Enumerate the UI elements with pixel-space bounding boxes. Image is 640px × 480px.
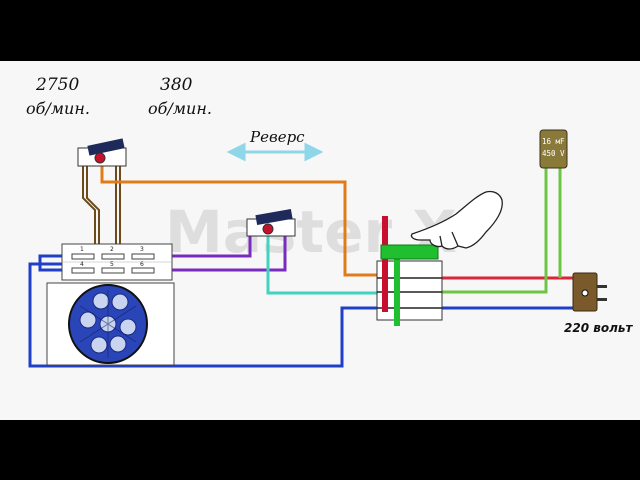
speed-microswitch[interactable]: [77, 138, 127, 167]
green-wires: [442, 168, 562, 294]
reverse-microswitch[interactable]: [246, 208, 296, 237]
terminal-block: 1 2 3 4 5 6: [61, 243, 173, 281]
reverse-label: Реверс: [249, 128, 305, 146]
capacitor: 16 мF 450 V: [539, 129, 568, 169]
top-letterbox: [0, 0, 640, 61]
voltage-label: 220 вольт: [564, 321, 633, 335]
pointing-hand-icon: [410, 190, 503, 250]
stop-button-rod: [382, 216, 388, 312]
bottom-letterbox: [0, 420, 640, 480]
pin-label-6: 6: [140, 261, 144, 268]
mains-plug-icon: [572, 272, 607, 312]
pin-label-5: 5: [110, 261, 114, 268]
start-button: [380, 244, 439, 260]
start-button-rod: [394, 252, 400, 326]
speed-low-value: 380: [160, 75, 193, 95]
purple-wires: [150, 236, 287, 272]
pin-label-3: 3: [140, 246, 144, 253]
speed-low-unit: об/мин.: [148, 99, 212, 118]
pin-label-1: 1: [80, 246, 84, 253]
speed-high-value: 2750: [35, 75, 79, 95]
orange-wire: [100, 165, 380, 277]
speed-high-unit: об/мин.: [26, 99, 90, 118]
pin-label-4: 4: [80, 261, 84, 268]
blue-wires: [28, 254, 578, 368]
reverse-arrow-icon: [226, 142, 324, 162]
cyan-wire: [266, 236, 380, 295]
pin-label-2: 2: [110, 246, 114, 253]
motor: [46, 282, 175, 366]
capacitor-voltage: 450 V: [542, 149, 565, 158]
push-button-switch[interactable]: [376, 216, 443, 326]
capacitor-capacitance: 16 мF: [542, 137, 565, 146]
